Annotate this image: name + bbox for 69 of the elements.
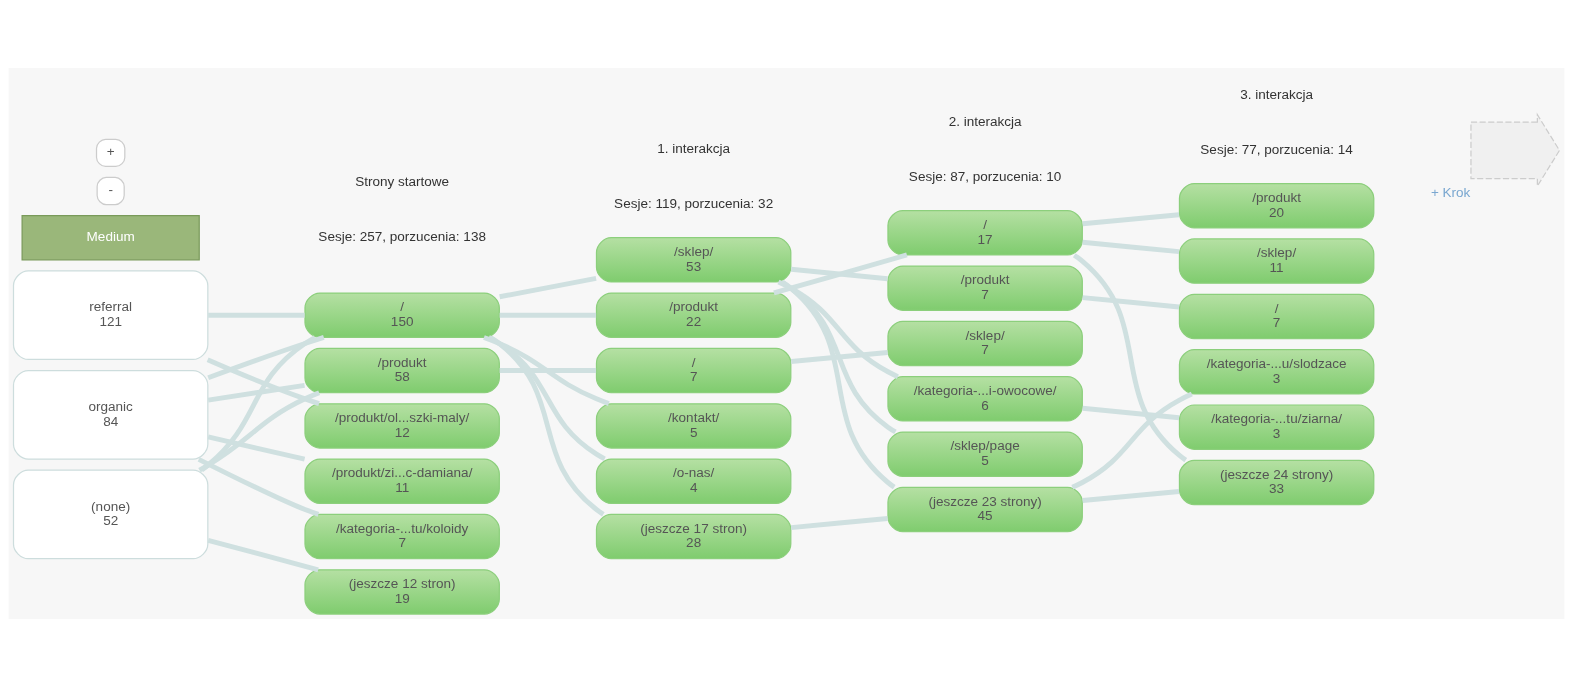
node-box: /produkt/ol...szki-maly/ 12 [304, 402, 500, 449]
connector [197, 456, 320, 517]
node-box: /sklep/ 11 [1178, 237, 1375, 284]
connector [499, 275, 597, 299]
label: + [106, 143, 115, 159]
connector [790, 266, 888, 281]
node-box: /sklep/page 5 [887, 430, 1083, 477]
connector [207, 537, 319, 572]
connector [487, 334, 606, 461]
connector [499, 367, 597, 373]
node-box: /produkt 20 [1178, 182, 1375, 228]
connector [1082, 294, 1180, 309]
connector [207, 382, 305, 403]
connector [777, 279, 899, 379]
node-box: /kategoria-...tu/ziarna/ 3 [1178, 403, 1375, 450]
connector [208, 312, 305, 318]
connector [499, 312, 597, 318]
node-box: /kategoria-...i-owocowe/ 6 [887, 375, 1083, 422]
label: - [108, 181, 113, 197]
node-box: (none) 52 [12, 469, 209, 559]
label: Medium [86, 228, 135, 244]
node-box: /sklep/ 7 [887, 320, 1083, 366]
connector [483, 334, 610, 406]
connector [207, 434, 306, 461]
node-box: /kontakt/ 5 [595, 402, 792, 449]
node-box: (jeszcze 24 strony) 33 [1178, 459, 1375, 505]
connector [790, 349, 888, 364]
label: 1. interakcja [657, 140, 731, 156]
connector [781, 279, 896, 489]
connector [489, 334, 605, 516]
connector [1082, 239, 1180, 254]
connector [1082, 405, 1180, 420]
node-box: (jeszcze 12 stron) 19 [304, 568, 500, 615]
connector [200, 334, 317, 472]
label: Sesje: 257, porzucenia: 138 [318, 228, 486, 244]
label: Sesje: 77, porzucenia: 14 [1200, 141, 1353, 157]
label: Sesje: 119, porzucenia: 32 [614, 195, 774, 211]
node-box: /produkt 58 [304, 347, 500, 393]
node-box: /produkt 7 [887, 264, 1083, 311]
node-box: / 7 [1178, 293, 1375, 339]
node-box: /kategoria-...u/slodzace 3 [1178, 348, 1375, 395]
connector [780, 279, 897, 434]
node-box: /sklep/ 53 [595, 236, 792, 283]
node-box: /kategoria-...tu/koloidy 7 [304, 513, 500, 559]
connector [1072, 252, 1188, 462]
node-box: /produkt/zi...c-damiana/ 11 [304, 458, 500, 504]
node-box: /produkt 22 [595, 291, 792, 338]
label: 2. interakcja [948, 113, 1022, 129]
node-box: organic 84 [12, 369, 209, 460]
connector [1082, 211, 1180, 226]
node-box: / 150 [304, 291, 500, 338]
label: 3. interakcja [1240, 86, 1314, 101]
node-arrow [1470, 112, 1561, 188]
label: Sesje: 87, porzucenia: 10 [908, 168, 1062, 184]
node-box: / 17 [887, 209, 1083, 256]
connector [198, 389, 321, 472]
connector [1071, 391, 1193, 490]
node-box: (jeszcze 23 strony) 45 [887, 486, 1083, 532]
node-box: /o-nas/ 4 [595, 458, 792, 504]
node-box: referral 121 [12, 269, 209, 360]
node-label: + Krok [1430, 184, 1471, 200]
label: Strony startowe [355, 173, 450, 189]
connector [790, 515, 888, 530]
connector [207, 334, 325, 380]
connector [1082, 488, 1180, 503]
node-box: (jeszcze 17 stron) 28 [595, 513, 792, 559]
connector [206, 356, 320, 406]
node-box: / 7 [595, 347, 792, 393]
connector [773, 252, 908, 295]
